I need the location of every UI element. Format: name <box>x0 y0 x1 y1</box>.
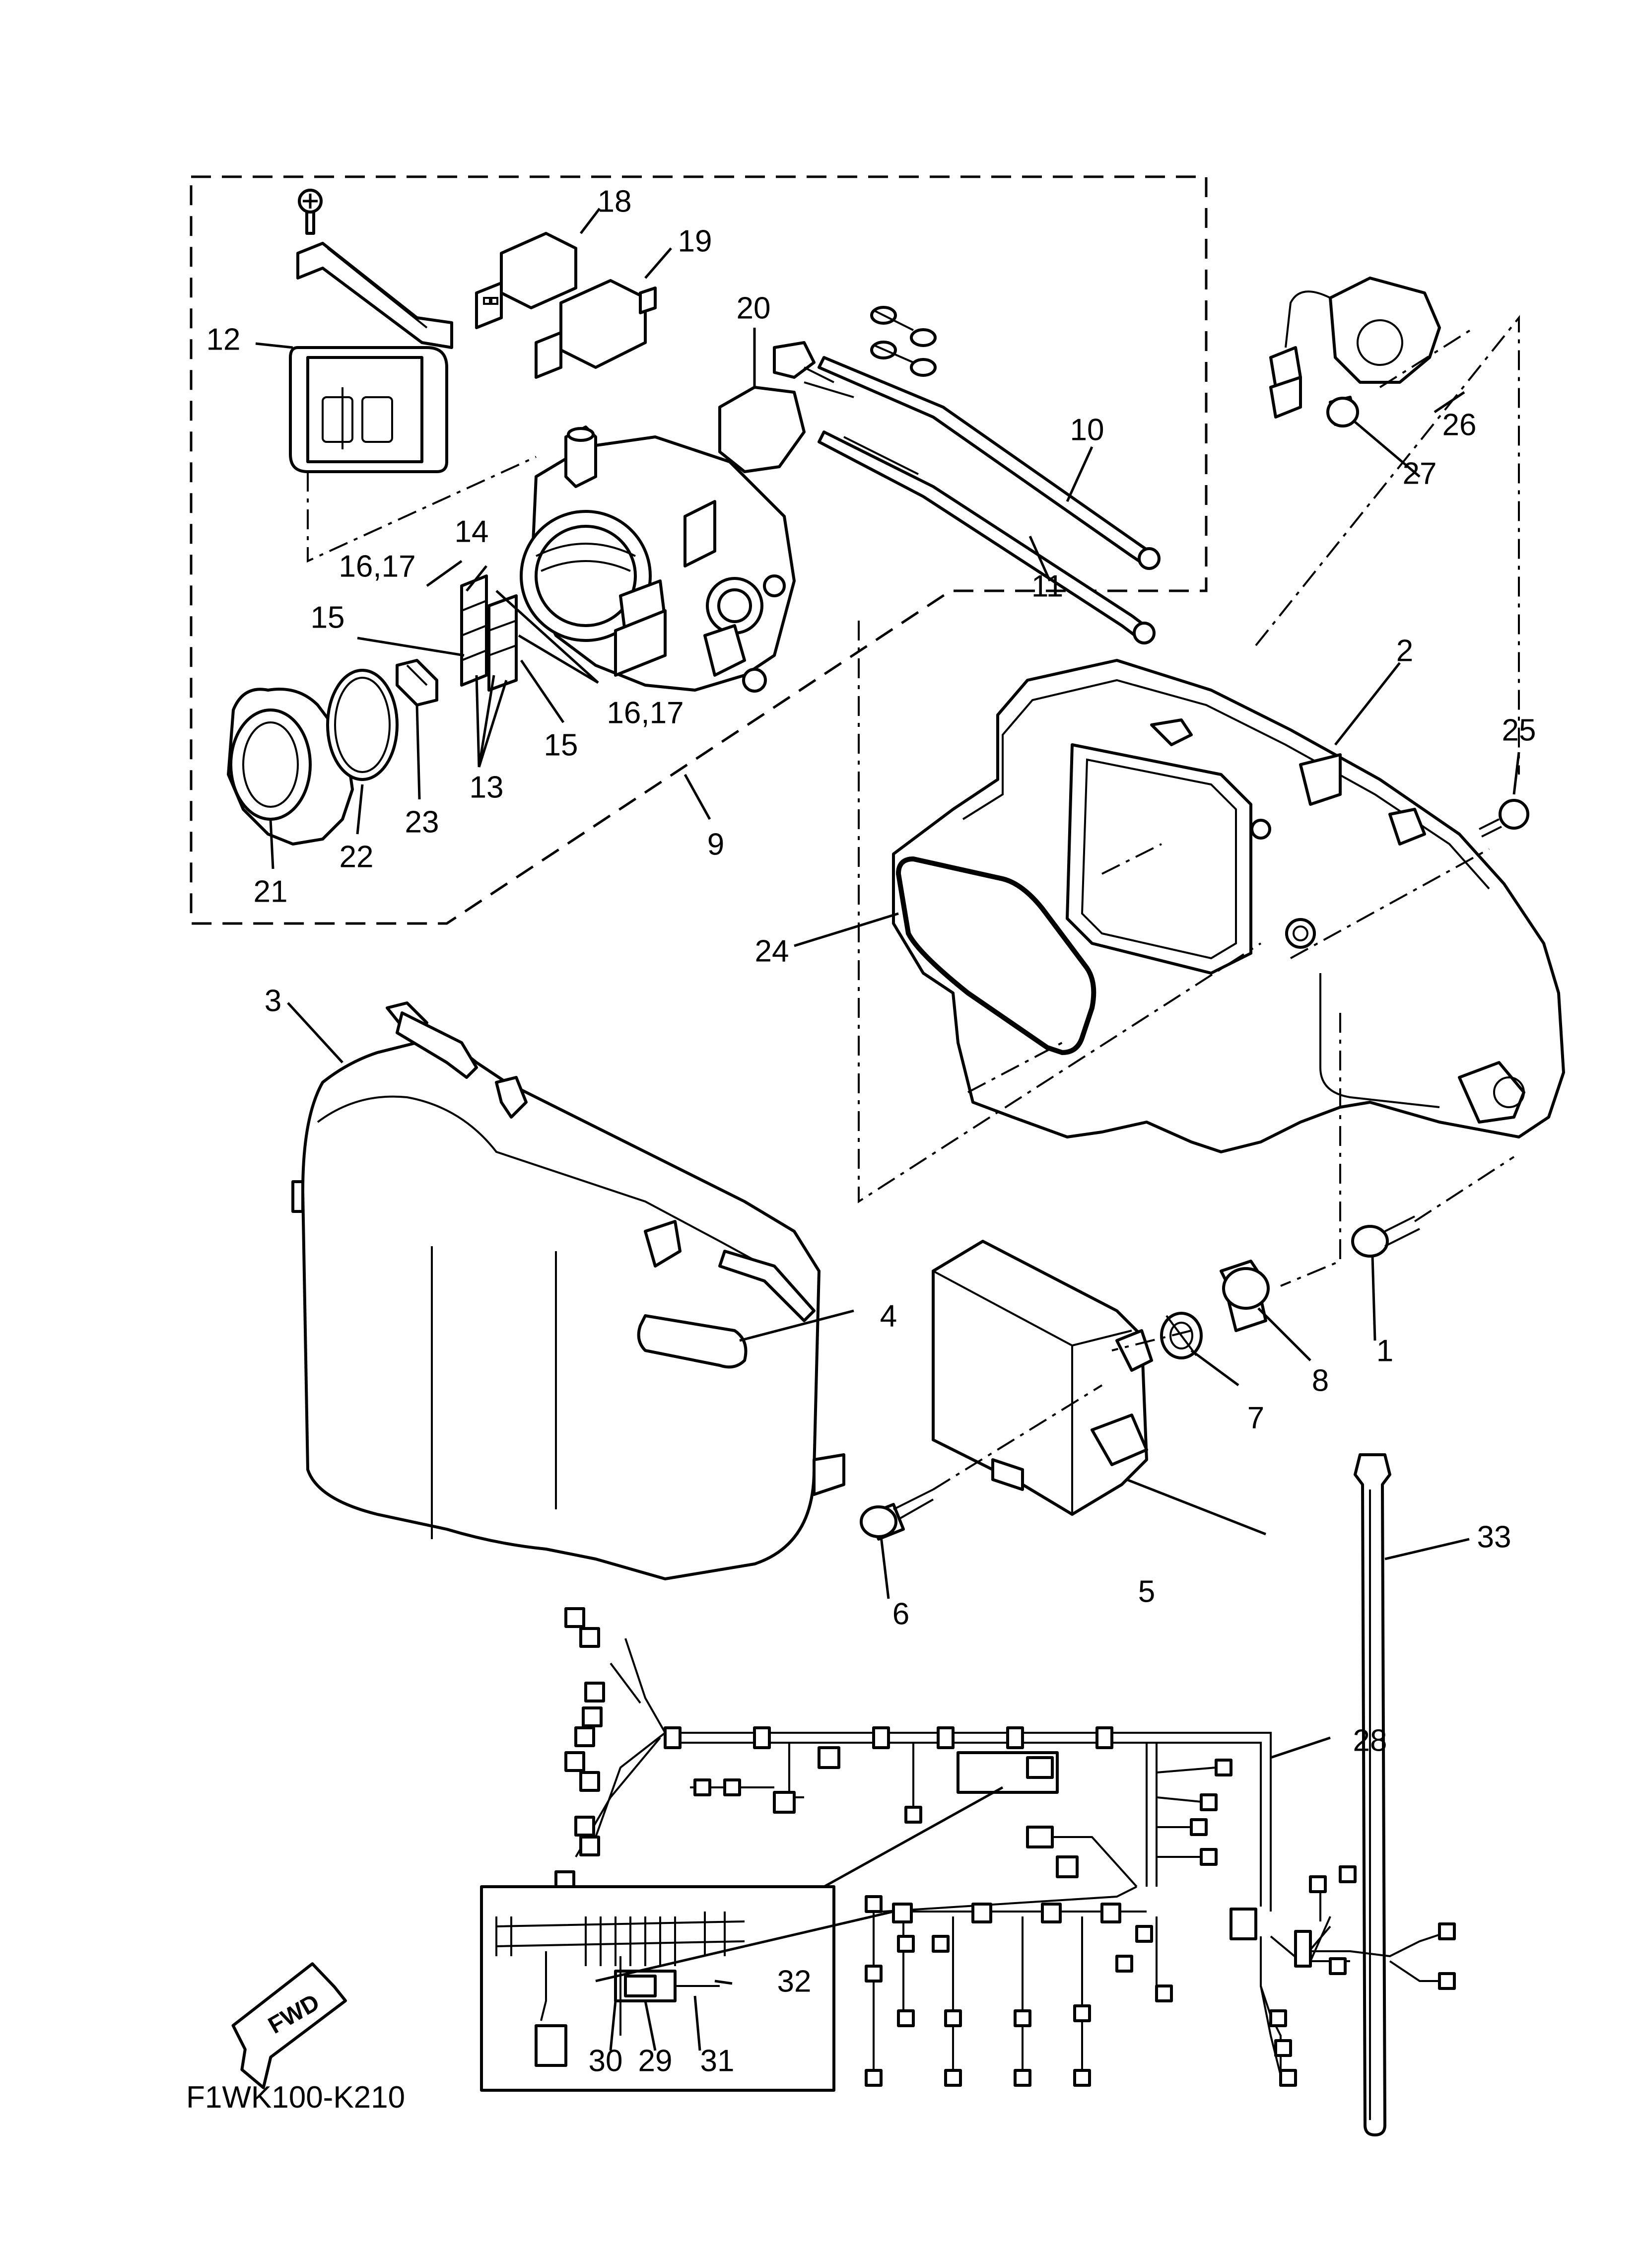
sensor-part-20 <box>718 341 854 473</box>
callout-22: 22 <box>340 840 374 874</box>
callout-28: 28 <box>1353 1723 1387 1758</box>
relay-part-19 <box>535 279 657 379</box>
cover-part-3 <box>291 1001 845 1580</box>
callout-29: 29 <box>638 2044 673 2078</box>
cap-part-21 <box>227 688 354 846</box>
callout-20: 20 <box>737 291 771 325</box>
callout-32: 32 <box>777 1964 812 1998</box>
callout-3: 3 <box>265 984 281 1018</box>
callout-4: 4 <box>880 1299 897 1333</box>
callout-9: 9 <box>707 827 724 861</box>
clip-part-23 <box>396 659 438 707</box>
collar-part-8 <box>1220 1260 1270 1332</box>
cover-part-12 <box>289 346 448 473</box>
leader-lines <box>255 208 1520 2051</box>
bolt-part-1 <box>1351 1215 1420 1258</box>
callout-33: 33 <box>1477 1520 1511 1554</box>
diagram-code: F1WK100-K210 <box>186 2080 405 2115</box>
bolt-part-6 <box>860 1488 934 1541</box>
ecu-part-5 <box>932 1240 1153 1516</box>
throttle-body <box>520 425 796 693</box>
callout-16-17-top: 16,17 <box>339 549 415 583</box>
callout-2: 2 <box>1396 634 1413 668</box>
callout-5: 5 <box>1138 1574 1155 1609</box>
cable-tie-part-33 <box>1354 1453 1391 2136</box>
screw-part-25 <box>1479 799 1529 838</box>
callout-21: 21 <box>254 874 288 909</box>
callout-19: 19 <box>678 224 712 258</box>
connector-parts-13-17 <box>460 574 518 692</box>
wire-harness-part-28 <box>554 1607 1456 2087</box>
callout-15-right: 15 <box>544 728 578 762</box>
callout-13: 13 <box>470 770 504 804</box>
hose-part-10 <box>818 306 1161 570</box>
callout-6: 6 <box>892 1597 909 1631</box>
o-ring-part-22 <box>326 669 399 781</box>
callout-15-left: 15 <box>311 600 345 635</box>
hose-part-11 <box>818 430 1156 644</box>
gasket-part-24 <box>895 856 1096 1056</box>
grommet-part-7 <box>1160 1312 1203 1359</box>
callout-16-17-right: 16,17 <box>607 696 684 730</box>
callout-12: 12 <box>206 322 241 356</box>
harness-detail-inset <box>480 1885 835 2092</box>
callout-31: 31 <box>700 2044 735 2078</box>
callout-18: 18 <box>598 184 632 218</box>
callout-30: 30 <box>589 2044 623 2078</box>
callout-24: 24 <box>755 934 789 968</box>
bracket-and-screw <box>296 189 453 349</box>
fwd-arrow-icon: FWD <box>231 1962 347 2089</box>
callout-labels: 18 19 12 20 10 11 26 27 14 16,17 15 16,1… <box>206 184 1536 2078</box>
callout-7: 7 <box>1247 1401 1264 1435</box>
sensor-part-26 <box>1269 277 1441 419</box>
callout-27: 27 <box>1403 456 1437 491</box>
callout-14: 14 <box>455 514 489 549</box>
screw-part-27 <box>1326 396 1359 427</box>
callout-1: 1 <box>1376 1334 1393 1368</box>
relay-part-18 <box>475 232 577 329</box>
callout-8: 8 <box>1312 1363 1329 1398</box>
callout-26: 26 <box>1442 408 1477 442</box>
callout-23: 23 <box>405 805 439 839</box>
callout-10: 10 <box>1070 413 1104 447</box>
callout-11: 11 <box>1031 569 1063 603</box>
callout-25: 25 <box>1502 713 1536 747</box>
